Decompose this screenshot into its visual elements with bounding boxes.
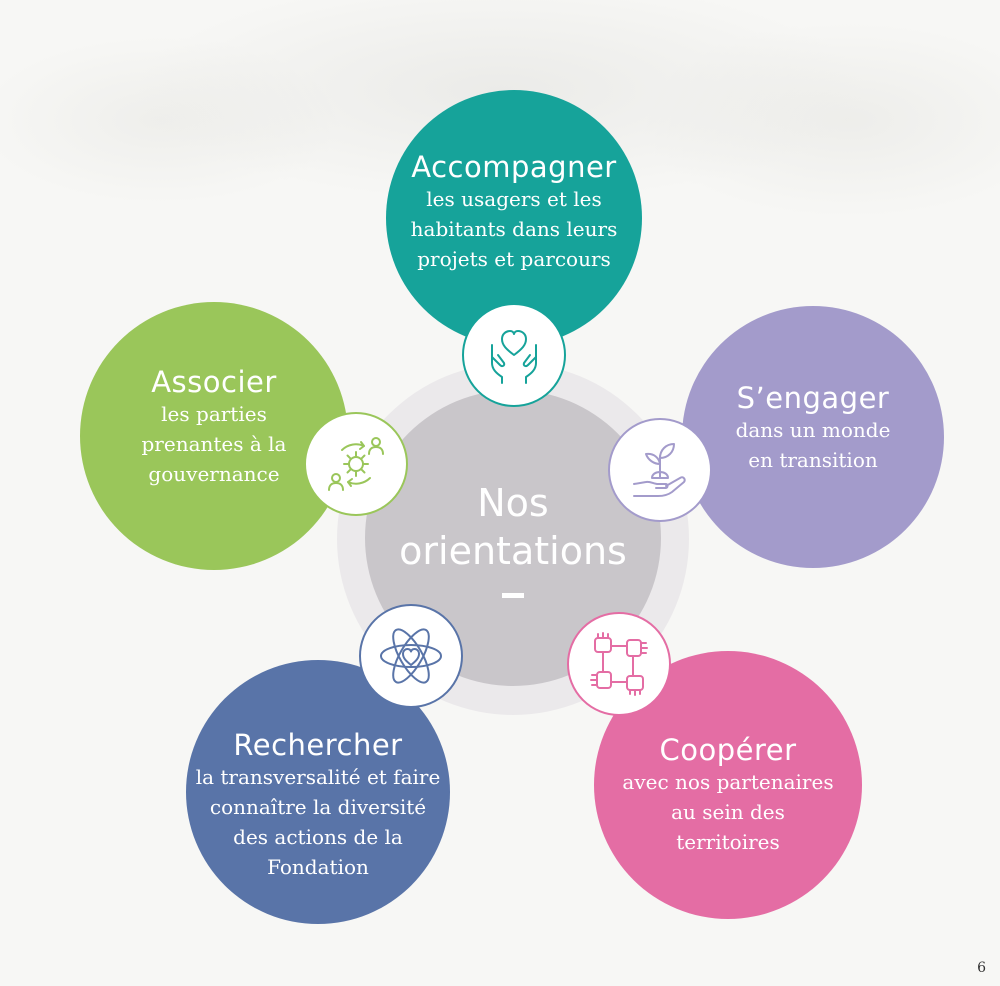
atom-heart-icon (380, 628, 442, 684)
orientation-accompagner: Accompagner les usagers et les habitants… (386, 90, 642, 346)
people-gear-cycle-icon (328, 437, 384, 491)
orientation-description: dans un monde en transition (735, 418, 891, 472)
heart-hands-icon (491, 330, 537, 384)
hands-together-icon (590, 632, 648, 696)
plant-hand-icon (633, 443, 686, 497)
center-title-line1: Nos (477, 480, 549, 525)
center-title: Nos orientations (373, 479, 653, 575)
rechercher-badge (359, 604, 463, 708)
engager-badge (608, 418, 712, 522)
center-title-line2: orientations (399, 528, 627, 573)
orientation-description: avec nos partenaires au sein des territo… (622, 770, 834, 854)
associer-badge (304, 412, 408, 516)
orientation-engager: S’engager dans un monde en transition (682, 306, 944, 568)
center-dash (502, 592, 524, 598)
orientation-name: Rechercher (233, 728, 403, 762)
orientation-description: les parties prenantes à la gouvernance (141, 402, 287, 486)
orientation-name: Accompagner (411, 150, 617, 184)
orientation-description: les usagers et les habitants dans leurs … (410, 187, 618, 271)
cooperer-badge (567, 612, 671, 716)
orientation-name: S’engager (736, 381, 890, 415)
orientation-associer: Associer les parties prenantes à la gouv… (80, 302, 348, 570)
accompagner-badge (462, 303, 566, 407)
orientation-description: la transversalité et faire connaître la … (195, 765, 441, 879)
page-number: 6 (977, 960, 986, 976)
orientation-name: Coopérer (659, 733, 797, 767)
orientation-name: Associer (151, 365, 277, 399)
